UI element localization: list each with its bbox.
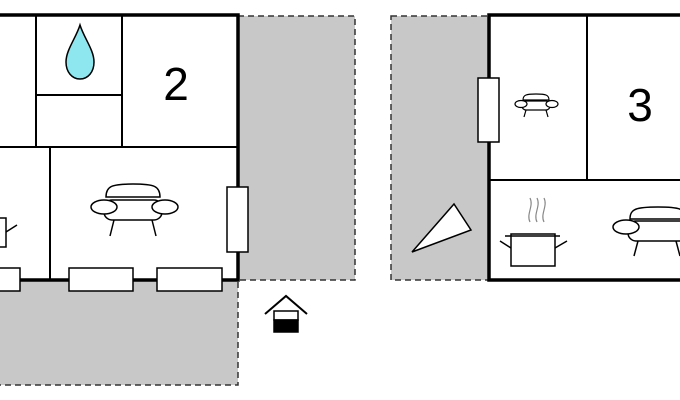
window-bottom-2	[68, 267, 134, 292]
window-left-wall	[477, 77, 500, 143]
armchair-icon	[514, 93, 559, 118]
left-building-inner-walls	[0, 15, 238, 280]
cooking-pot-with-steam-icon	[499, 197, 568, 267]
water-drop-icon	[65, 22, 95, 80]
window-right-wall	[226, 186, 249, 253]
terrace-bottom	[0, 279, 239, 386]
deck-chair-icon	[411, 202, 473, 253]
entrance-house-icon	[264, 294, 308, 333]
window-bottom-1	[0, 267, 21, 292]
terrace-right-strip	[237, 15, 356, 281]
sofa-icon-right	[612, 206, 680, 257]
window-bottom-3	[156, 267, 223, 292]
room-number-2: 2	[163, 58, 189, 110]
room-number-3: 3	[627, 79, 653, 131]
cooking-pot-icon	[0, 217, 18, 248]
right-building-inner-walls	[489, 15, 680, 181]
sofa-icon	[90, 183, 179, 237]
